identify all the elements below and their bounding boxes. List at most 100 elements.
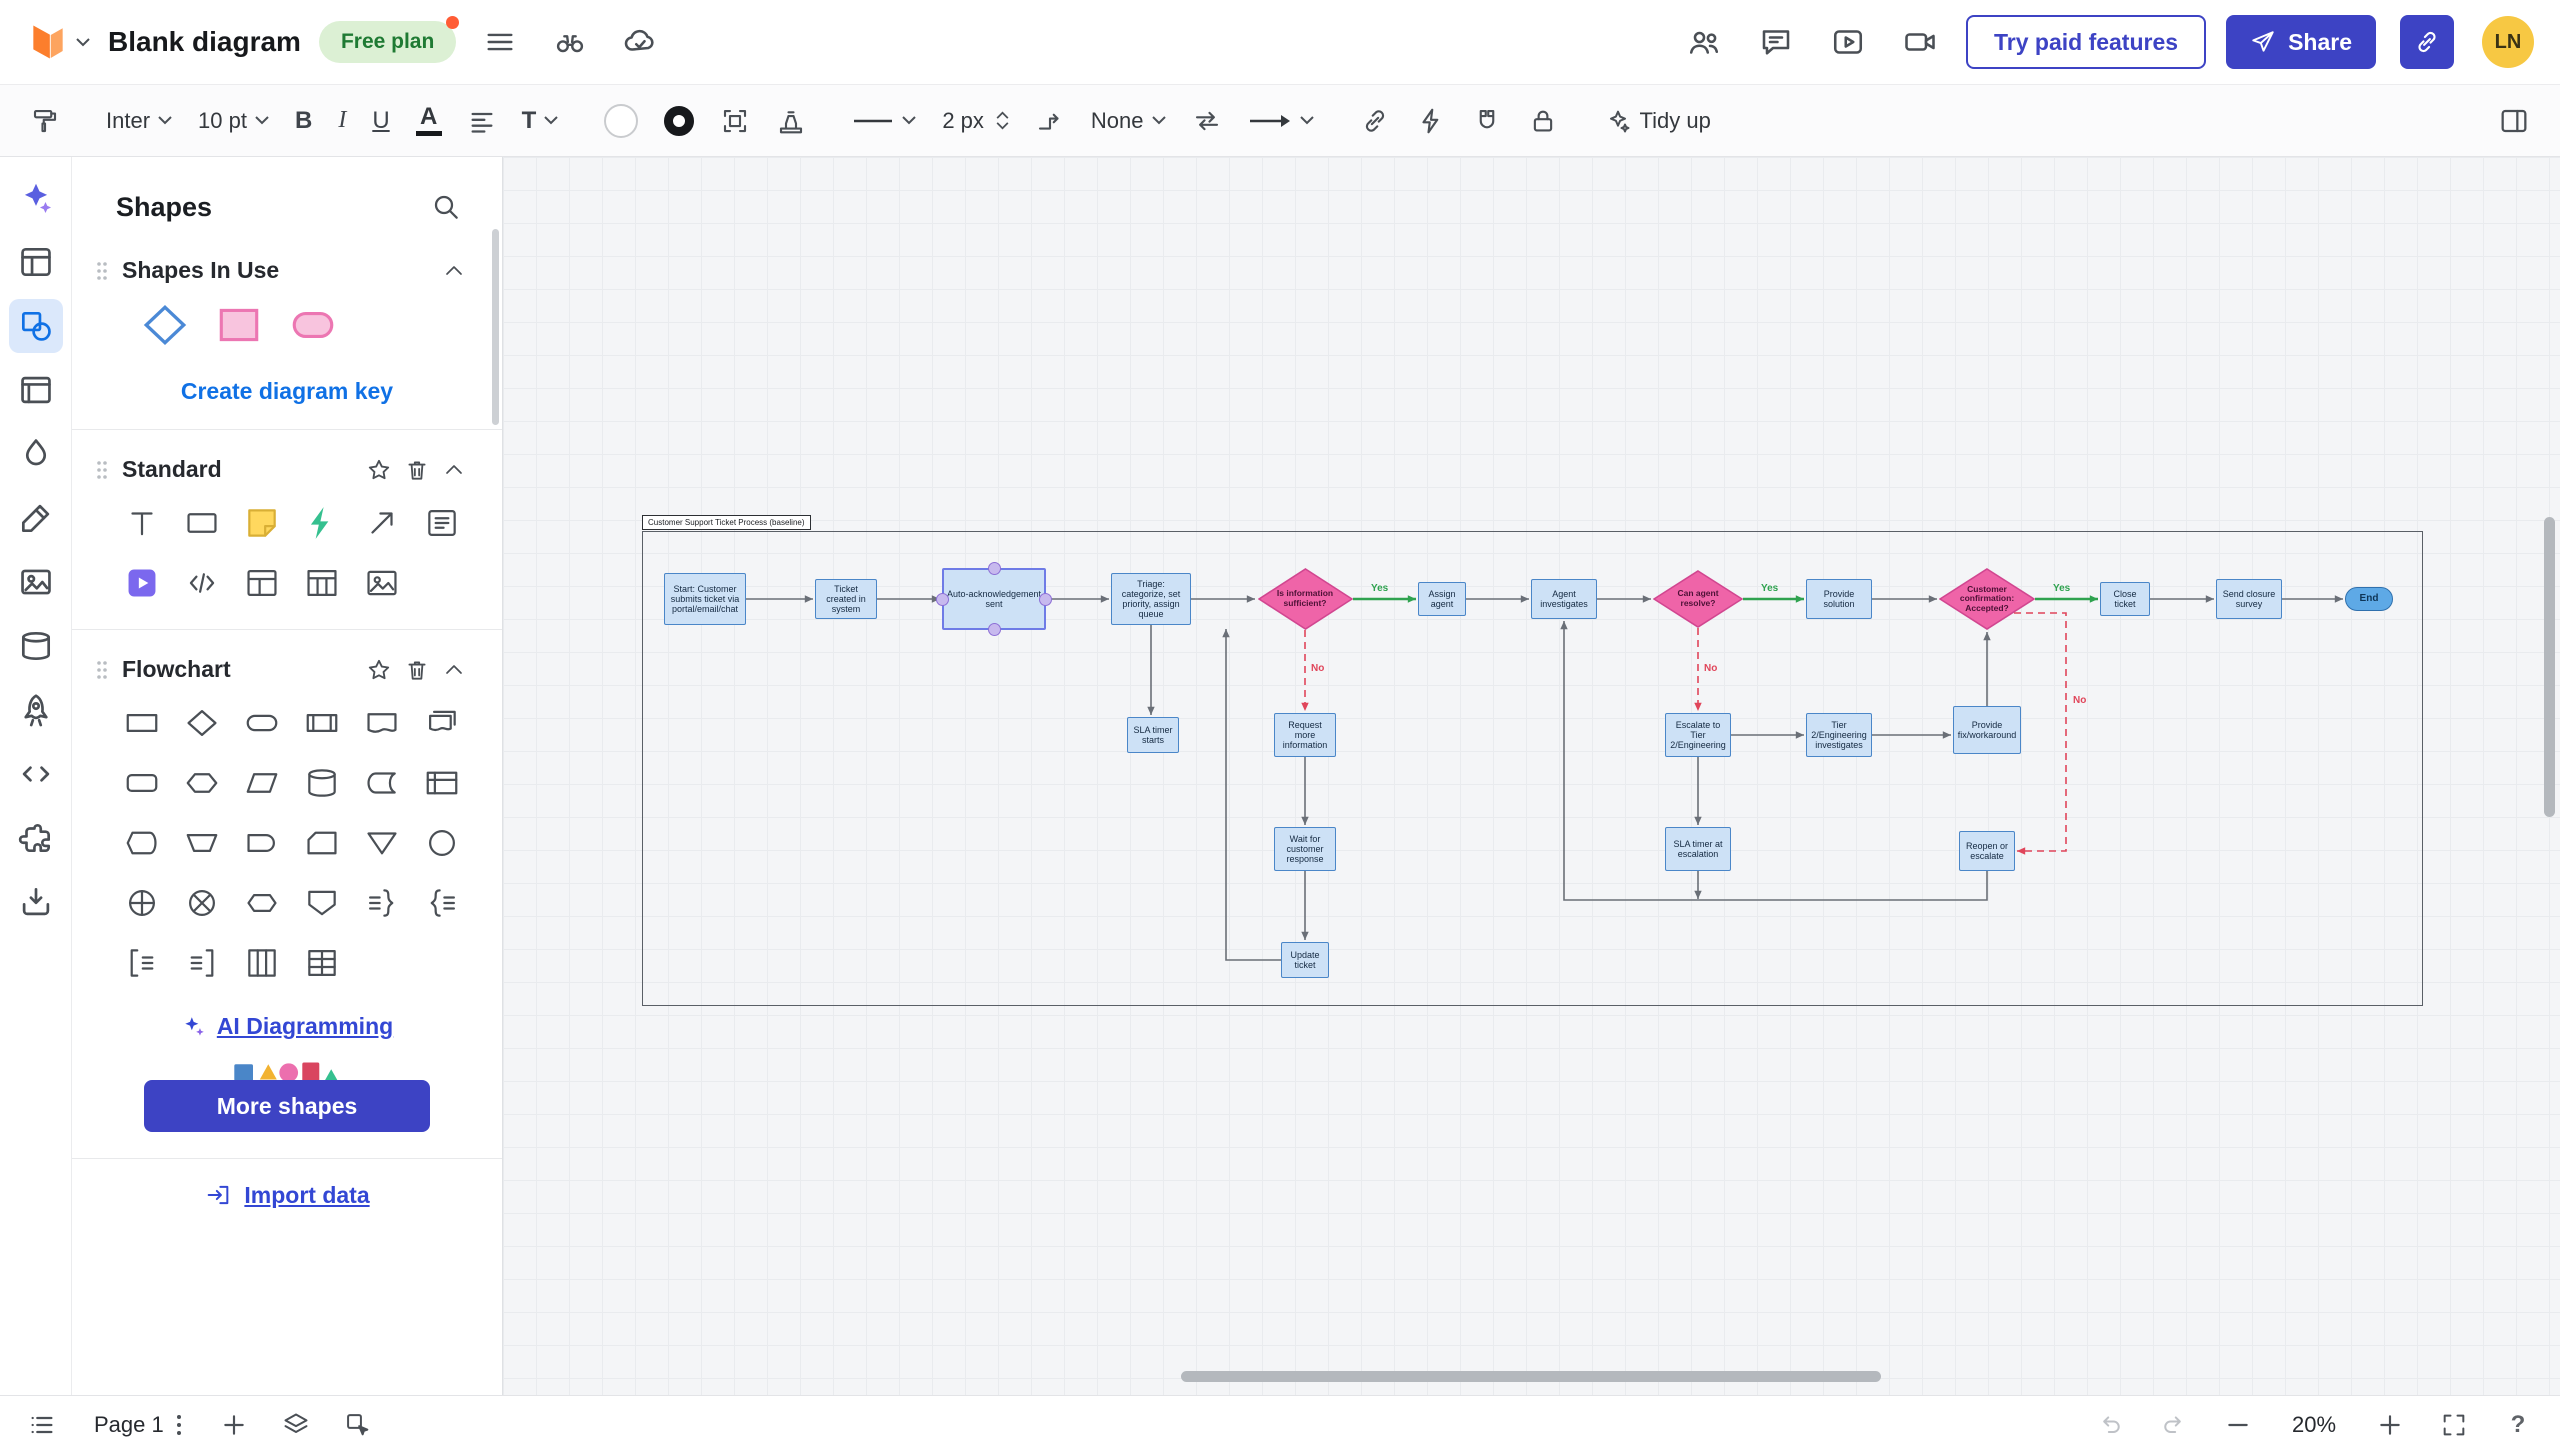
remove-flowchart-button[interactable] bbox=[404, 657, 430, 683]
font-family-select[interactable]: Inter bbox=[96, 97, 182, 145]
layers-button[interactable] bbox=[276, 1405, 316, 1445]
diagram-node-update[interactable]: Update ticket bbox=[1281, 942, 1329, 978]
shape-rectangle[interactable] bbox=[172, 493, 232, 553]
comments-button[interactable] bbox=[1750, 16, 1802, 68]
ai-diagramming-link[interactable]: AI Diagramming bbox=[72, 1013, 502, 1040]
font-size-select[interactable]: 10 pt bbox=[188, 97, 279, 145]
text-options-button[interactable]: T bbox=[512, 97, 569, 145]
shape-play[interactable] bbox=[112, 553, 172, 613]
shape-brace-left[interactable] bbox=[412, 873, 472, 933]
underline-button[interactable]: U bbox=[362, 97, 399, 145]
rail-data-button[interactable] bbox=[9, 619, 63, 673]
shape-internal-storage[interactable] bbox=[412, 753, 472, 813]
page-tab[interactable]: Page 1 bbox=[84, 1406, 192, 1444]
try-paid-features-button[interactable]: Try paid features bbox=[1965, 15, 2207, 69]
redo-button[interactable] bbox=[2154, 1405, 2194, 1445]
share-button[interactable]: Share bbox=[2226, 15, 2376, 69]
shape-delay[interactable] bbox=[232, 813, 292, 873]
page-list-button[interactable] bbox=[22, 1405, 62, 1445]
shape-frame-grid[interactable] bbox=[232, 553, 292, 613]
shape-data-shape[interactable] bbox=[232, 753, 292, 813]
selection-handle-n[interactable] bbox=[987, 562, 1001, 575]
shape-stored-data[interactable] bbox=[352, 753, 412, 813]
diagram-node-isinfo[interactable]: Is information sufficient? bbox=[1257, 568, 1353, 630]
kebab-menu-icon[interactable] bbox=[176, 1413, 182, 1437]
diagram-node-created[interactable]: Ticket created in system bbox=[815, 579, 877, 619]
collapse-standard-button[interactable] bbox=[442, 458, 466, 482]
shape-image-card[interactable] bbox=[352, 553, 412, 613]
diagram-node-wait[interactable]: Wait for customer response bbox=[1274, 827, 1336, 871]
shape-bracket-left[interactable] bbox=[112, 933, 172, 993]
diagram-node-tier2[interactable]: Tier 2/Engineering investigates bbox=[1806, 713, 1872, 757]
drag-handle-icon[interactable] bbox=[94, 459, 110, 481]
diagram-node-triage[interactable]: Triage: categorize, set priority, assign… bbox=[1111, 573, 1191, 625]
connector-type-button[interactable] bbox=[1025, 97, 1075, 145]
shape-search-button[interactable] bbox=[430, 191, 462, 223]
rail-automation-button[interactable] bbox=[9, 683, 63, 737]
diagram-node-assign[interactable]: Assign agent bbox=[1418, 582, 1466, 616]
shape-alternate-process[interactable] bbox=[112, 753, 172, 813]
diagram-node-solution[interactable]: Provide solution bbox=[1806, 579, 1872, 619]
home-button[interactable] bbox=[26, 16, 90, 68]
selection-tool-button[interactable] bbox=[338, 1405, 378, 1445]
shape-data-table[interactable] bbox=[292, 553, 352, 613]
fill-color-button[interactable] bbox=[594, 97, 648, 145]
swap-endpoints-button[interactable] bbox=[1182, 97, 1232, 145]
sync-status-button[interactable] bbox=[614, 16, 666, 68]
bold-button[interactable]: B bbox=[285, 97, 322, 145]
import-data-link[interactable]: Import data bbox=[72, 1181, 502, 1209]
main-menu-button[interactable] bbox=[474, 16, 526, 68]
zoom-out-button[interactable] bbox=[2218, 1405, 2258, 1445]
shape-summing-junction[interactable] bbox=[172, 873, 232, 933]
rail-templates-button[interactable] bbox=[9, 235, 63, 289]
shape-sticky-note[interactable] bbox=[232, 493, 292, 553]
selection-handle-s[interactable] bbox=[987, 623, 1001, 636]
shape-preparation[interactable] bbox=[172, 753, 232, 813]
shape-manual-operation[interactable] bbox=[172, 813, 232, 873]
shape-actions-button[interactable] bbox=[766, 97, 816, 145]
shape-loop-limit[interactable] bbox=[232, 873, 292, 933]
add-page-button[interactable] bbox=[214, 1405, 254, 1445]
collapse-flowchart-button[interactable] bbox=[442, 658, 466, 682]
create-diagram-key-link[interactable]: Create diagram key bbox=[180, 378, 394, 404]
rail-ai-sparkle-button[interactable] bbox=[9, 171, 63, 225]
in-use-terminator-pink[interactable] bbox=[284, 300, 342, 350]
zoom-level[interactable]: 20% bbox=[2291, 1412, 2337, 1437]
shape-document[interactable] bbox=[352, 693, 412, 753]
rail-images-button[interactable] bbox=[9, 555, 63, 609]
line-width-stepper[interactable]: 2 px bbox=[932, 97, 1019, 145]
remove-standard-button[interactable] bbox=[404, 457, 430, 483]
selection-handle-w[interactable] bbox=[936, 592, 949, 606]
collapse-in-use-button[interactable] bbox=[442, 259, 466, 283]
diagram-node-reqinfo[interactable]: Request more information bbox=[1274, 713, 1336, 757]
rail-shapes-button[interactable] bbox=[8, 299, 63, 353]
diagram-node-canresolve[interactable]: Can agent resolve? bbox=[1653, 570, 1743, 628]
horizontal-scrollbar[interactable] bbox=[1181, 1371, 1881, 1382]
drag-handle-icon[interactable] bbox=[94, 659, 110, 681]
shape-connector[interactable] bbox=[412, 813, 472, 873]
shape-predefined-process[interactable] bbox=[292, 693, 352, 753]
diagram-node-reopen[interactable]: Reopen or escalate bbox=[1959, 831, 2015, 871]
shape-merge[interactable] bbox=[352, 813, 412, 873]
shape-bracket-right[interactable] bbox=[172, 933, 232, 993]
shape-card[interactable] bbox=[292, 813, 352, 873]
shape-off-page-connector[interactable] bbox=[292, 873, 352, 933]
shape-column-table[interactable] bbox=[232, 933, 292, 993]
diagram-node-confirm[interactable]: Customer confirmation: Accepted? bbox=[1939, 568, 2035, 630]
shape-or[interactable] bbox=[112, 873, 172, 933]
stepper-arrows[interactable] bbox=[996, 111, 1009, 130]
rail-ink-button[interactable] bbox=[9, 427, 63, 481]
vertical-scrollbar[interactable] bbox=[2544, 517, 2555, 817]
text-color-button[interactable]: A bbox=[406, 97, 452, 145]
zoom-in-button[interactable] bbox=[2370, 1405, 2410, 1445]
shape-database[interactable] bbox=[292, 753, 352, 813]
tidy-up-button[interactable]: Tidy up bbox=[1594, 97, 1721, 145]
shape-code-block[interactable] bbox=[172, 553, 232, 613]
format-painter-button[interactable] bbox=[20, 97, 70, 145]
magnetize-button[interactable] bbox=[1462, 97, 1512, 145]
diagram-node-investigate[interactable]: Agent investigates bbox=[1531, 579, 1597, 619]
shape-arrow[interactable] bbox=[352, 493, 412, 553]
favorite-standard-button[interactable] bbox=[366, 457, 392, 483]
lock-button[interactable] bbox=[1518, 97, 1568, 145]
